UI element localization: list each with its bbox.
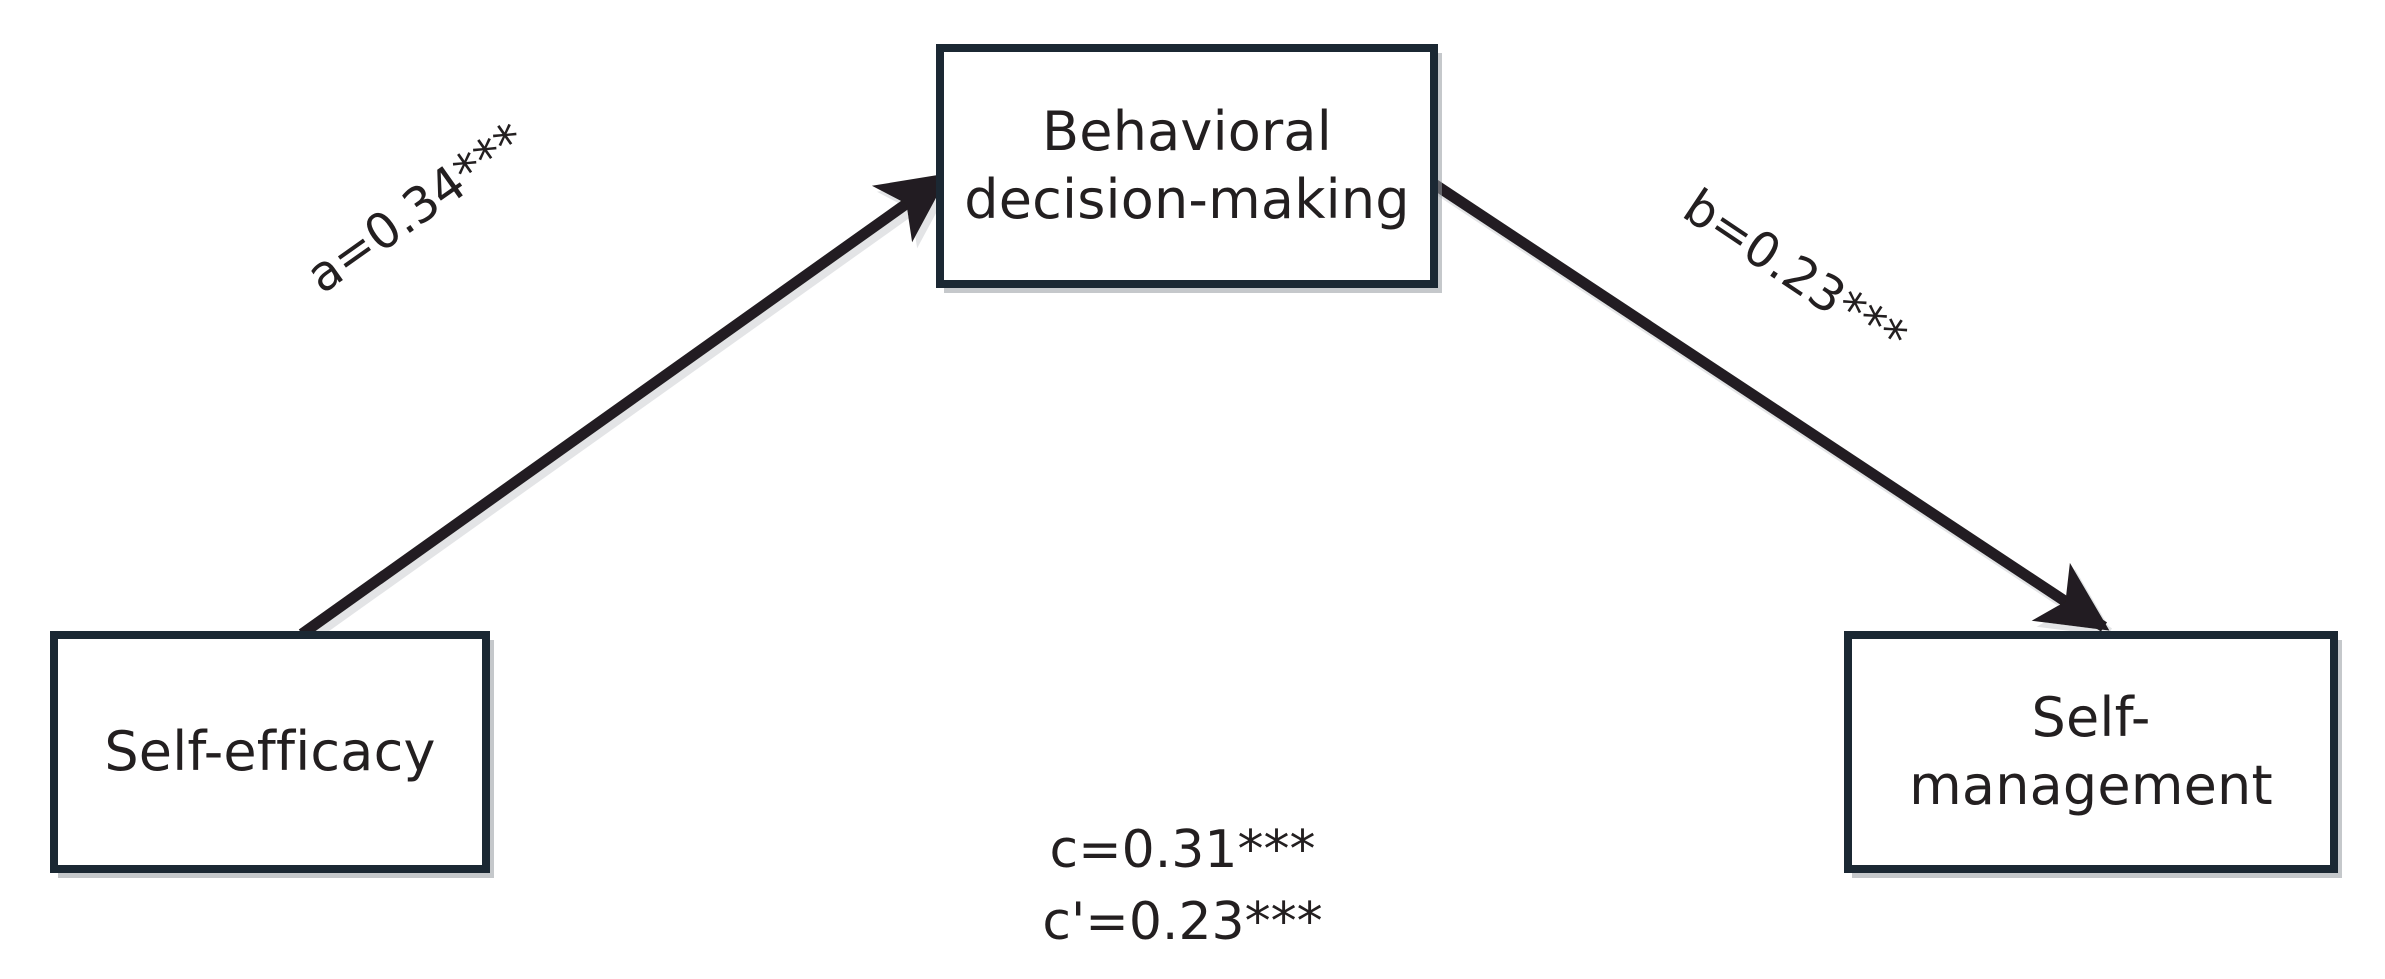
- path-b-arrow: [1430, 179, 2110, 632]
- path-c-coefficient-label: c=0.31***: [1049, 820, 1316, 880]
- path-a-arrow: [298, 172, 950, 639]
- node-self-efficacy: Self-efficacy: [50, 631, 490, 873]
- node-behavioral-decision-making: Behavioral decision-making: [936, 44, 1438, 288]
- node-self-management: Self-management: [1844, 631, 2338, 873]
- node-mediator-label: Behavioral decision-making: [964, 99, 1410, 231]
- node-outcome-label: Self-management: [1909, 685, 2273, 817]
- path-c-prime-coefficient-label: c'=0.23***: [1042, 892, 1323, 952]
- node-predictor-label: Self-efficacy: [104, 719, 436, 783]
